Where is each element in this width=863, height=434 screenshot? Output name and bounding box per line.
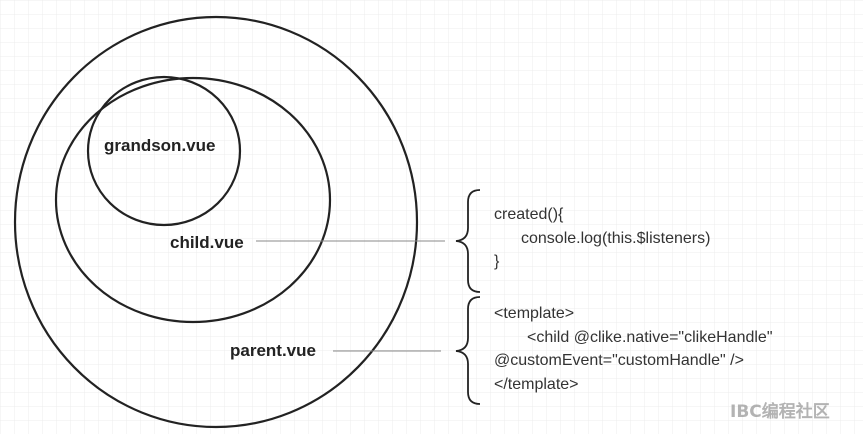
watermark: IBC编程社区 — [730, 401, 830, 422]
child-code-line: } — [494, 253, 500, 270]
child-label: child.vue — [170, 233, 244, 252]
parent-code-line: </template> — [494, 376, 579, 393]
child-brace — [455, 189, 481, 293]
grandson-label: grandson.vue — [104, 136, 215, 155]
child-code-block: created(){ console.log(this.$listeners) … — [494, 206, 710, 270]
parent-code-line: @customEvent="customHandle" /> — [494, 352, 744, 369]
grandson-circle — [86, 75, 242, 227]
parent-code-line: <child @clike.native="clikeHandle" — [527, 329, 773, 346]
child-circle — [54, 76, 332, 324]
parent-brace — [455, 296, 481, 405]
parent-code-block: <template> <child @clike.native="clikeHa… — [494, 305, 773, 393]
child-code-line: console.log(this.$listeners) — [521, 230, 710, 247]
parent-code-line: <template> — [494, 305, 574, 322]
child-code-line: created(){ — [494, 206, 564, 223]
parent-label: parent.vue — [230, 341, 316, 360]
parent-circle — [13, 15, 419, 429]
